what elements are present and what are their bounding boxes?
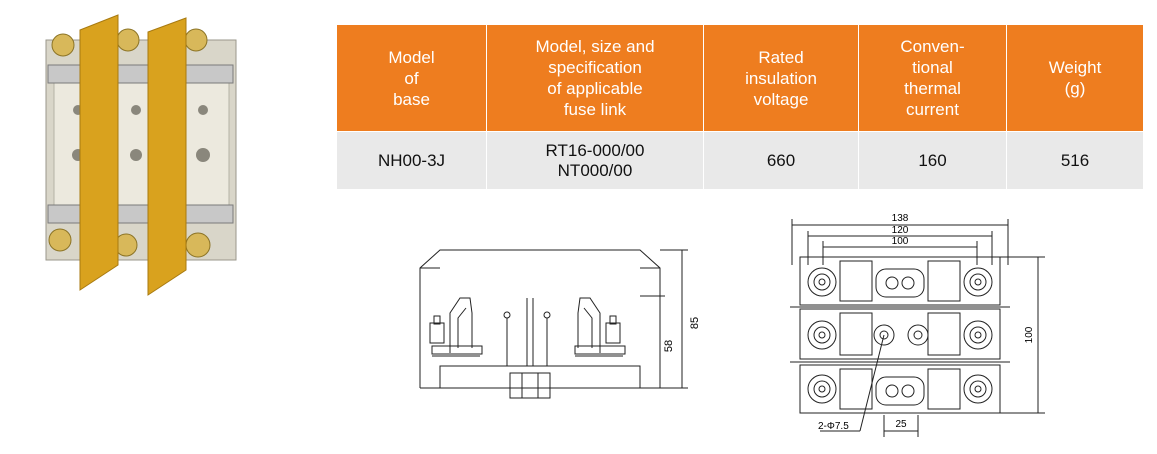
header-rated-voltage: Rated insulation voltage bbox=[704, 25, 859, 131]
top-view-drawing: 138 120 100 100 25 2-Φ7.5 bbox=[790, 213, 1045, 437]
top-dim-120: 120 bbox=[892, 225, 909, 236]
top-dim-100: 100 bbox=[892, 236, 909, 247]
product-photo bbox=[45, 14, 237, 296]
header-fuse-link: Model, size and specification of applica… bbox=[487, 25, 704, 131]
header-thermal-current: Conven- tional thermal current bbox=[859, 25, 1007, 131]
side-dim-inner: 58 bbox=[663, 340, 675, 352]
side-view-drawing: 85 58 bbox=[419, 249, 701, 399]
spec-table: Model of base Model, size and specificat… bbox=[337, 25, 1143, 189]
cell-current: 160 bbox=[859, 131, 1007, 189]
top-dim-height-100: 100 bbox=[1024, 326, 1035, 343]
header-weight: Weight (g) bbox=[1007, 25, 1143, 131]
top-dim-25: 25 bbox=[895, 419, 907, 430]
top-hole-label: 2-Φ7.5 bbox=[818, 421, 849, 432]
top-dim-138: 138 bbox=[892, 213, 909, 224]
cell-weight: 516 bbox=[1007, 131, 1143, 189]
cell-model: NH00-3J bbox=[337, 131, 487, 189]
cell-fuse-link: RT16-000/00 NT000/00 bbox=[487, 131, 704, 189]
table-header-row: Model of base Model, size and specificat… bbox=[337, 25, 1143, 131]
table-row: NH00-3J RT16-000/00 NT000/00 660 160 516 bbox=[337, 131, 1143, 189]
header-model-of-base: Model of base bbox=[337, 25, 487, 131]
cell-voltage: 660 bbox=[704, 131, 859, 189]
side-dim-height: 85 bbox=[689, 317, 701, 329]
